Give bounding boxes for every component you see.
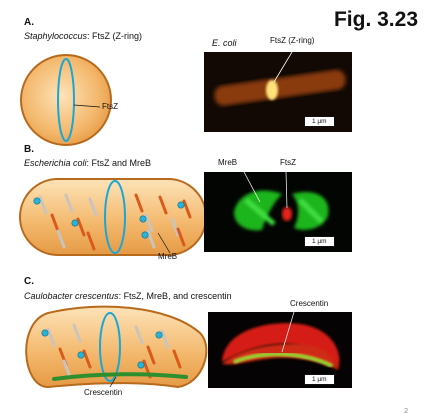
panel-a-cell-diagram (20, 54, 112, 146)
mreb-segment (76, 217, 86, 237)
panel-a-title-rest: : FtsZ (Z-ring) (87, 31, 143, 41)
mreb-segment (86, 231, 96, 251)
mreb-segment (160, 329, 170, 349)
mreb-segment (82, 349, 92, 369)
crescentin-filament (52, 372, 188, 381)
mreb-segment (72, 323, 82, 343)
panel-a-scale-bar: 1 µm (304, 116, 335, 127)
crescent-cell (25, 305, 208, 389)
panel-a-title: Staphylococcus: FtsZ (Z-ring) (24, 31, 142, 41)
membrane-protein (155, 331, 163, 339)
mreb-segment (144, 213, 154, 233)
panel-a-ftsz-label: FtsZ (102, 102, 118, 111)
ftsz-ring (104, 180, 126, 254)
panel-c-title-organism: Caulobacter crescentus (24, 291, 119, 301)
mreb-red-signal (222, 323, 340, 370)
panel-a-micro-organism: E. coli (212, 38, 237, 48)
panel-c-micrograph: 1 µm (208, 312, 352, 388)
mreb-leader-line (157, 232, 171, 254)
coccus-cell (20, 54, 112, 146)
ftsz-pointer-line-b (285, 172, 288, 209)
panel-c-crescentin-label: Crescentin (84, 388, 123, 397)
panel-b-title-rest: : FtsZ and MreB (86, 158, 152, 168)
membrane-protein (137, 361, 145, 369)
membrane-protein (71, 219, 79, 227)
ftsz-z-ring (57, 58, 75, 142)
panel-b-letter: B. (24, 144, 34, 155)
ecoli-cell-glow (214, 69, 346, 106)
cell-body-red (222, 343, 338, 370)
rod-cell (19, 178, 207, 256)
panel-a-micrograph: 1 µm (204, 52, 352, 132)
ftsz-leader-line (73, 104, 101, 108)
crescentin-pointer-line (281, 312, 295, 353)
membrane-protein (139, 215, 147, 223)
mreb-segment (182, 199, 192, 219)
mreb-green-signal (234, 190, 329, 231)
panel-a-micro-label: FtsZ (Z-ring) (270, 36, 315, 45)
ftsz-pointer-line (273, 52, 293, 83)
crescentin-green-signal (233, 353, 333, 367)
mreb-pointer-line (243, 172, 261, 203)
mreb-segment (56, 229, 66, 249)
mreb-segment (158, 195, 168, 215)
mreb-segment (176, 227, 186, 247)
mreb-segment (172, 349, 182, 369)
panel-a-title-organism: Staphylococcus (24, 31, 88, 41)
panel-b-title-organism: Escherichia coli (24, 158, 87, 168)
panel-b-cell-diagram (19, 178, 207, 256)
figure-label: Fig. 3.23 (333, 8, 418, 31)
panel-c-micro-label: Crescentin (290, 299, 329, 308)
mreb-segment (134, 193, 144, 213)
panel-c-title: Caulobacter crescentus: FtsZ, MreB, and … (24, 291, 232, 301)
membrane-protein (177, 201, 185, 209)
mreb-segment (64, 193, 74, 213)
membrane-protein (41, 329, 49, 337)
panel-c-title-rest: : FtsZ, MreB, and crescentin (118, 291, 232, 301)
page-number: 2 (404, 408, 408, 415)
mreb-segment (170, 217, 180, 237)
panel-c-letter: C. (24, 276, 34, 287)
crescentin-leader-line (109, 376, 117, 388)
panel-b-micro-label-ftsz: FtsZ (280, 158, 296, 167)
mreb-segment (146, 229, 156, 249)
panel-c-scale-bar: 1 µm (304, 374, 335, 385)
ftsz-ring-c (99, 312, 121, 382)
mreb-segment (88, 197, 98, 217)
mreb-filaments (33, 193, 192, 251)
mreb-segment (134, 325, 144, 345)
ftsz-ring-spot (266, 80, 278, 100)
panel-b-title: Escherichia coli: FtsZ and MreB (24, 158, 151, 168)
membrane-protein (33, 197, 41, 205)
mreb-segment (50, 213, 60, 233)
mreb-segment (62, 359, 72, 379)
membrane-protein (77, 351, 85, 359)
membrane-protein (141, 231, 149, 239)
mreb-segment (38, 195, 48, 215)
panel-b-scale-bar: 1 µm (304, 236, 335, 247)
panel-b-micro-label-mreb: MreB (218, 158, 238, 167)
mreb-filaments-c (41, 323, 182, 379)
panel-b-mreb-label: MreB (158, 252, 178, 261)
mreb-segment (46, 327, 56, 347)
panel-b-micrograph: 1 µm (204, 172, 352, 252)
mreb-segment (146, 345, 156, 365)
panel-c-cell-diagram (25, 305, 208, 389)
ftsz-red-spot (282, 207, 292, 221)
panel-a-letter: A. (24, 17, 34, 28)
